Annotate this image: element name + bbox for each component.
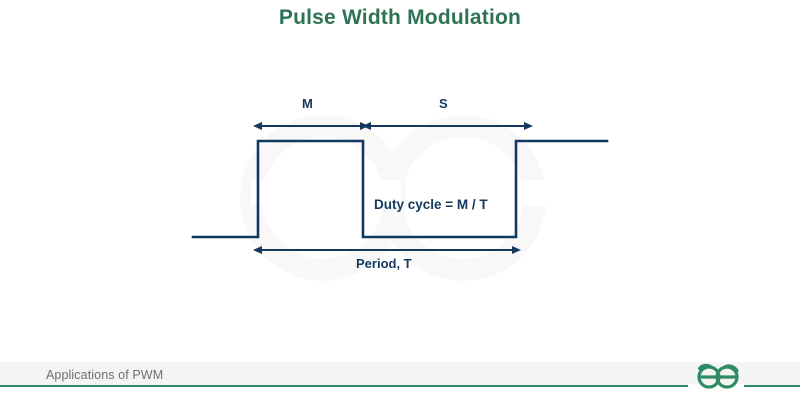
footer-divider	[0, 385, 800, 387]
pwm-waveform-diagram	[191, 122, 609, 254]
duty-cycle-label: Duty cycle = M / T	[374, 197, 488, 212]
space-label: S	[439, 96, 448, 111]
page-title: Pulse Width Modulation	[278, 6, 522, 29]
pwm-waveform-trace	[191, 139, 609, 239]
period-label: Period, T	[356, 256, 412, 271]
mark-label: M	[302, 96, 313, 111]
footer-caption: Applications of PWM	[46, 368, 164, 382]
geeksforgeeks-logo-icon	[697, 363, 739, 389]
footer-band	[0, 362, 800, 385]
